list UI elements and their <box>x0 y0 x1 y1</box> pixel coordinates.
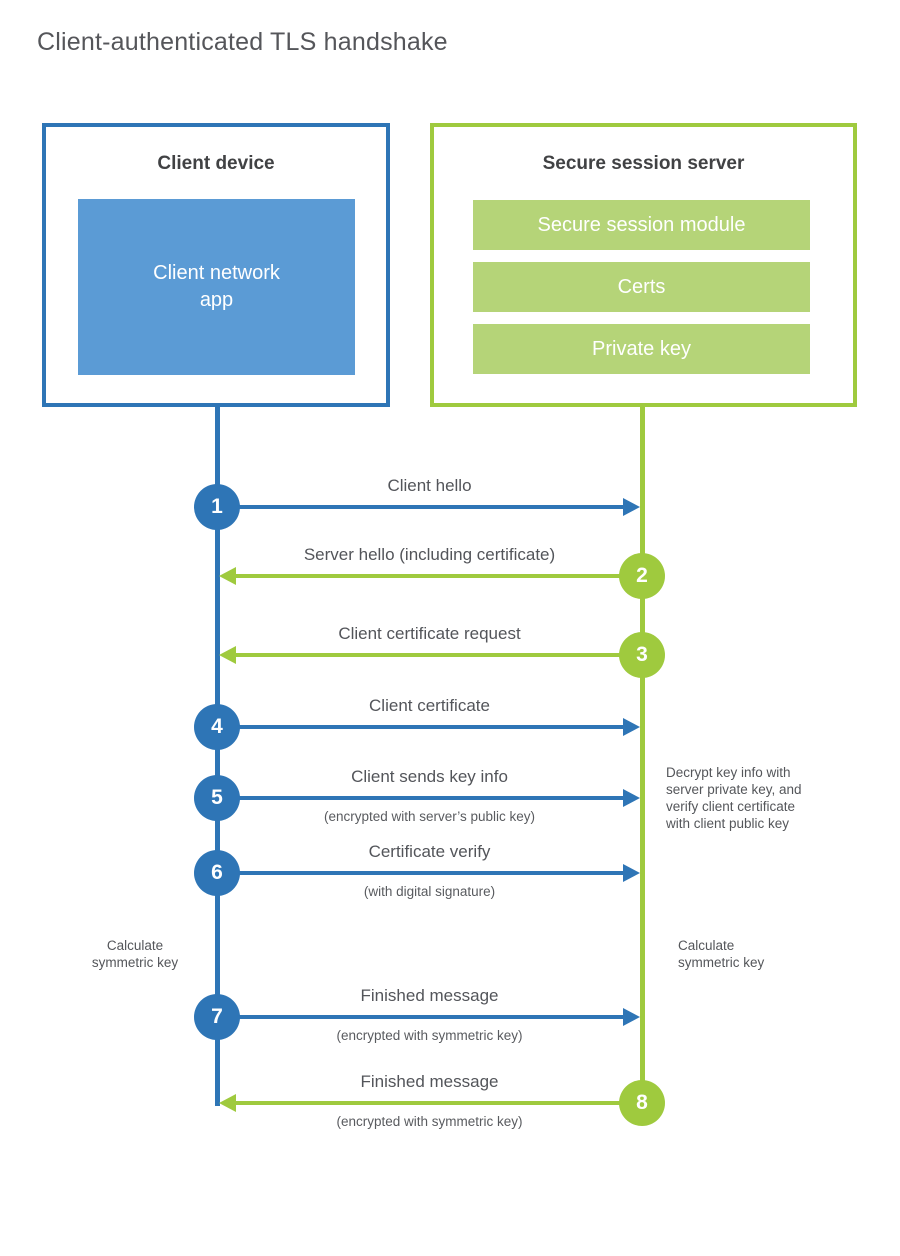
message-arrowhead-icon <box>219 1094 236 1112</box>
message-arrow-line <box>236 653 642 657</box>
message-arrowhead-icon <box>623 864 640 882</box>
message-label: Certificate verify <box>368 842 491 861</box>
message-arrow-line <box>217 725 623 729</box>
server-title: Secure session server <box>542 153 745 174</box>
message-label: Client certificate <box>369 696 490 715</box>
client-lifeline <box>215 407 220 1106</box>
client-network-app-box: Client network app <box>78 199 355 375</box>
client-device-title: Client device <box>157 153 275 174</box>
message-arrow-line <box>217 505 623 509</box>
step-number-badge-6: 6 <box>194 850 240 896</box>
step-number-badge-4: 4 <box>194 704 240 750</box>
page-title: Client-authenticated TLS handshake <box>37 28 448 56</box>
message-arrowhead-icon <box>219 567 236 585</box>
message-arrowhead-icon <box>623 498 640 516</box>
message-arrowhead-icon <box>623 718 640 736</box>
step-number-badge-7: 7 <box>194 994 240 1040</box>
message-label: Client certificate request <box>338 624 521 643</box>
step-number-badge-8: 8 <box>619 1080 665 1126</box>
message-sublabel: (encrypted with server’s public key) <box>323 809 536 824</box>
message-arrow-line <box>217 871 623 875</box>
server-module-secure-session: Secure session module <box>473 200 810 250</box>
message-arrow-line <box>236 1101 642 1105</box>
message-sublabel: (encrypted with symmetric key) <box>336 1114 523 1129</box>
calculate-symmetric-key-left: Calculate symmetric key <box>91 938 179 970</box>
step-number-badge-2: 2 <box>619 553 665 599</box>
message-arrowhead-icon <box>623 1008 640 1026</box>
message-arrow-line <box>217 1015 623 1019</box>
calculate-symmetric-key-right: Calculate symmetric key <box>678 938 765 970</box>
message-sublabel: (encrypted with symmetric key) <box>336 1028 523 1043</box>
step-number-badge-1: 1 <box>194 484 240 530</box>
message-label: Finished message <box>360 986 499 1005</box>
message-arrow-line <box>217 796 623 800</box>
message-label: Client sends key info <box>351 767 508 786</box>
message-sublabel: (with digital signature) <box>363 884 496 899</box>
message-label: Finished message <box>360 1072 499 1091</box>
message-label: Client hello <box>387 476 472 495</box>
message-arrowhead-icon <box>623 789 640 807</box>
message-arrowhead-icon <box>219 646 236 664</box>
decrypt-key-note: Decrypt key info with server private key… <box>666 765 802 831</box>
message-arrow-line <box>236 574 642 578</box>
step-number-badge-5: 5 <box>194 775 240 821</box>
server-module-private-key: Private key <box>473 324 810 374</box>
step-number-badge-3: 3 <box>619 632 665 678</box>
server-lifeline <box>640 407 645 1103</box>
server-module-certs: Certs <box>473 262 810 312</box>
message-label: Server hello (including certificate) <box>303 545 556 564</box>
